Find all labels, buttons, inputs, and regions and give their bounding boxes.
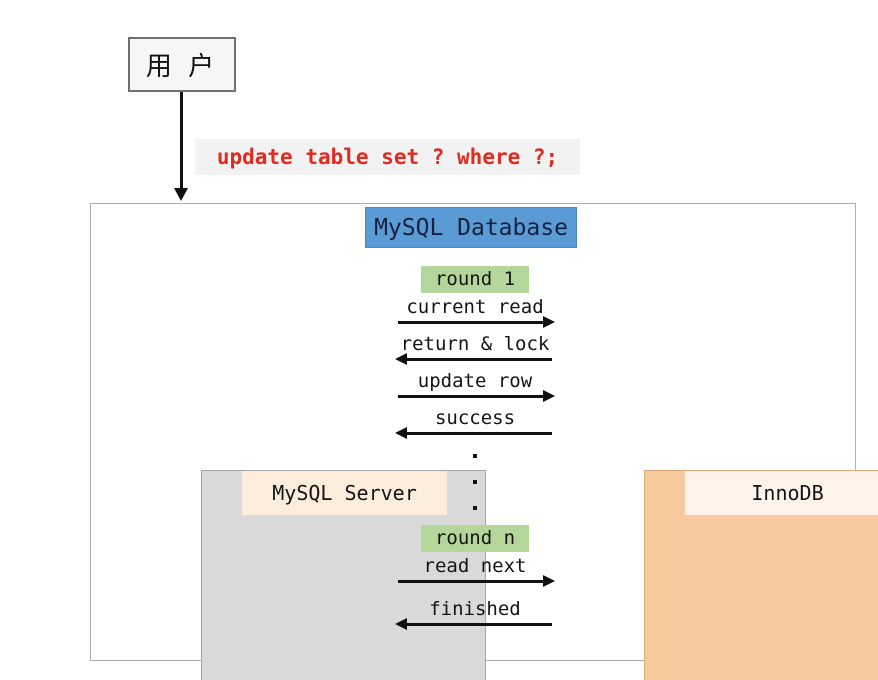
user-down-arrow-icon — [174, 188, 188, 201]
user-box: 用 户 — [128, 37, 236, 92]
arrow-right-icon — [397, 575, 555, 587]
ellipsis-dots — [473, 443, 477, 521]
sequence-message: current read — [397, 296, 555, 328]
sequence-message: read next — [397, 555, 555, 587]
round-n-badge: round n — [420, 525, 530, 552]
message-label: read next — [423, 555, 527, 577]
sequence-message: success — [395, 407, 553, 439]
sequence-message: return & lock — [395, 333, 553, 365]
message-label: success — [434, 407, 516, 429]
user-box-label: 用 户 — [145, 52, 219, 82]
arrow-left-icon — [395, 427, 553, 439]
arrow-left-icon — [395, 353, 553, 365]
round-1-badge: round 1 — [420, 266, 530, 293]
mysql-server-label: MySQL Server — [242, 471, 447, 515]
arrow-left-icon — [395, 618, 553, 630]
database-title: MySQL Database — [365, 207, 577, 248]
innodb-label: InnoDB — [685, 471, 878, 515]
innodb-box: InnoDB — [644, 470, 878, 680]
dot-icon — [473, 480, 477, 484]
message-sequence: round 1 current read return & lock updat… — [395, 266, 555, 630]
message-label: update row — [417, 370, 533, 392]
arrow-right-icon — [397, 316, 555, 328]
user-down-arrow-shaft — [180, 92, 183, 189]
sql-query-text: update table set ? where ?; — [216, 145, 559, 169]
sequence-message: finished — [395, 598, 553, 630]
message-label: return & lock — [400, 333, 550, 355]
sequence-message: update row — [397, 370, 555, 402]
sql-query-banner: update table set ? where ?; — [195, 139, 580, 175]
message-label: finished — [429, 598, 521, 620]
arrow-right-icon — [397, 390, 555, 402]
dot-icon — [473, 506, 477, 510]
message-label: current read — [406, 296, 544, 318]
dot-icon — [473, 454, 477, 458]
mysql-server-box: MySQL Server — [201, 470, 486, 680]
